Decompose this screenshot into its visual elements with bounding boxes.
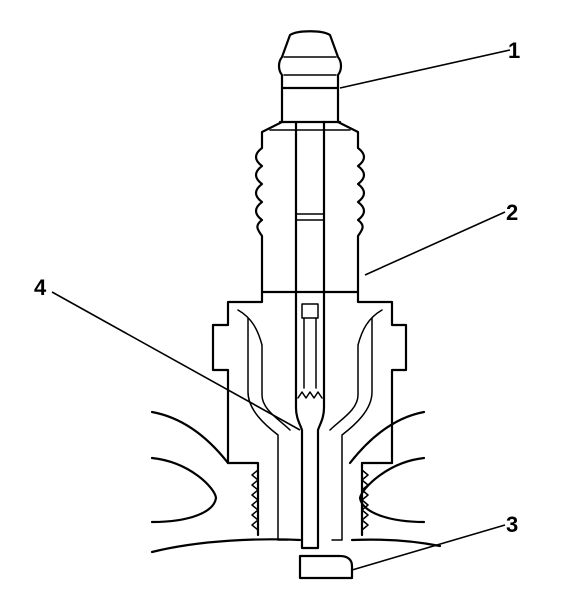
callout-labels: 1 2 3 4 <box>34 38 520 537</box>
plug-terminal <box>277 30 343 90</box>
ground-electrode <box>298 554 354 580</box>
callout-label-1: 1 <box>508 38 520 63</box>
callout-leaders <box>51 49 511 571</box>
callout-label-4: 4 <box>34 275 47 300</box>
leader-3 <box>351 524 506 571</box>
center-electrode <box>294 120 326 550</box>
plug-hex-shell <box>211 290 408 541</box>
leader-2 <box>364 211 506 276</box>
callout-label-2: 2 <box>506 200 518 225</box>
leader-4 <box>51 291 301 431</box>
plug-insulator <box>254 86 366 294</box>
callout-label-3: 3 <box>506 512 518 537</box>
leader-1 <box>339 49 511 89</box>
cylinder-head <box>150 410 442 554</box>
head-thread-bore <box>226 461 394 537</box>
